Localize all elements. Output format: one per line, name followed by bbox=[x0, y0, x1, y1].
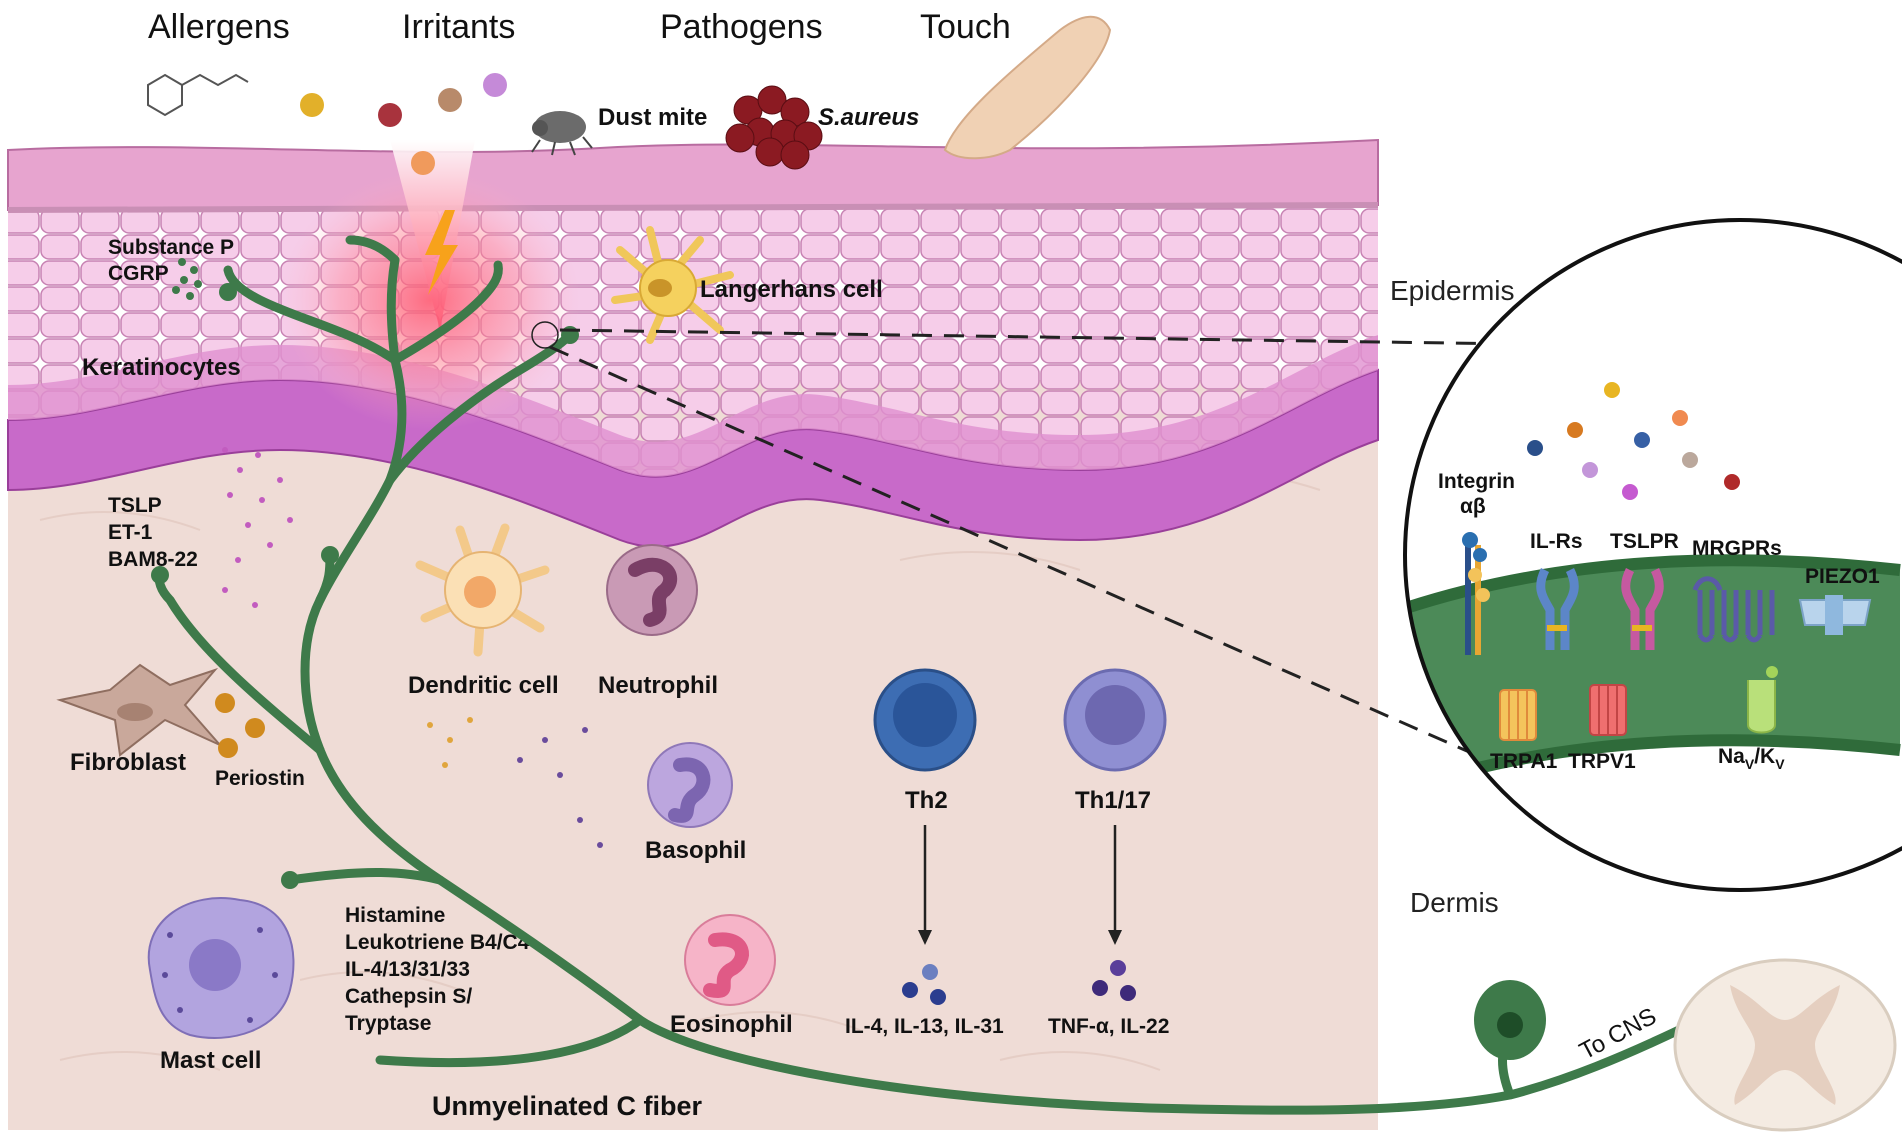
integrin-label: Integrin bbox=[1438, 470, 1515, 493]
spinal-cord-icon bbox=[1673, 958, 1897, 1132]
bam-label: BAM8-22 bbox=[108, 548, 198, 571]
s-aureus-icon bbox=[725, 85, 823, 170]
piezo1-label: PIEZO1 bbox=[1805, 565, 1880, 588]
et1-label: ET-1 bbox=[108, 521, 153, 544]
kv-subscript: V bbox=[1775, 756, 1785, 772]
mast-cell-label: Mast cell bbox=[160, 1047, 261, 1074]
s-aureus-label: S.aureus bbox=[818, 104, 919, 131]
epidermis-label: Epidermis bbox=[1390, 275, 1514, 306]
piezo1-icon bbox=[1798, 595, 1872, 635]
irritants-label: Irritants bbox=[402, 8, 515, 46]
nerve-endings bbox=[151, 283, 579, 889]
th117-cytokine-icon bbox=[1092, 960, 1136, 1001]
th2-arrowhead bbox=[918, 930, 932, 945]
irritant-glow bbox=[280, 170, 580, 430]
touch-label: Touch bbox=[920, 8, 1011, 46]
basophil-label: Basophil bbox=[645, 837, 746, 864]
kv-text: /K bbox=[1754, 745, 1775, 768]
integrin-ab-label: αβ bbox=[1460, 495, 1486, 518]
neutrophil-icon bbox=[606, 544, 698, 636]
th117-arrowhead bbox=[1108, 930, 1122, 945]
dendritic-cell-icon bbox=[415, 523, 550, 657]
langerhans-cell-icon bbox=[611, 226, 734, 344]
th2-cell-icon bbox=[873, 668, 977, 772]
fibroblast-label: Fibroblast bbox=[70, 749, 186, 776]
nav-kv-channel-icon bbox=[1747, 666, 1778, 734]
zoom-line-top bbox=[559, 328, 1586, 347]
dermis-label: Dermis bbox=[1410, 887, 1499, 918]
il-rs-label: IL-Rs bbox=[1530, 530, 1583, 553]
dermis-mediator-dots bbox=[427, 717, 603, 848]
nav-subscript: V bbox=[1745, 756, 1755, 772]
trpa1-icon bbox=[1499, 689, 1537, 741]
stratum-corneum bbox=[7, 138, 1379, 212]
tslpr-label: TSLPR bbox=[1610, 530, 1679, 553]
c-fiber-nerve bbox=[154, 235, 1725, 1115]
th2-label: Th2 bbox=[905, 787, 948, 814]
interleukins-label: IL-4/13/31/33 bbox=[345, 958, 470, 981]
tslpr-icon bbox=[1621, 567, 1664, 650]
drg-neuron-icon bbox=[1474, 980, 1546, 1097]
keratinocyte-mediator-dots bbox=[222, 447, 293, 608]
keratinocytes-label: Keratinocytes bbox=[82, 354, 241, 381]
histamine-label: Histamine bbox=[345, 904, 445, 927]
nav-kv-label: NaV/KV bbox=[1718, 745, 1785, 772]
trpa1-label: TRPA1 bbox=[1490, 750, 1558, 773]
mrgprs-label: MRGPRs bbox=[1692, 537, 1782, 560]
dust-mite-icon bbox=[531, 111, 593, 156]
neutrophil-label: Neutrophil bbox=[598, 672, 718, 699]
cgrp-label: CGRP bbox=[108, 262, 169, 285]
basal-layer bbox=[7, 368, 1379, 548]
trpv1-label: TRPV1 bbox=[1568, 750, 1636, 773]
periostin-icon bbox=[215, 693, 265, 758]
basophil-icon bbox=[647, 742, 733, 828]
trpv1-icon bbox=[1589, 684, 1627, 736]
finger-icon bbox=[943, 15, 1112, 160]
eosinophil-icon bbox=[684, 914, 776, 1006]
neuropeptide-dots bbox=[172, 258, 202, 300]
substance-p-label: Substance P bbox=[108, 236, 234, 259]
nav-text: Na bbox=[1718, 745, 1745, 768]
periostin-label: Periostin bbox=[215, 767, 305, 790]
dust-mite-label: Dust mite bbox=[598, 104, 707, 131]
th2-cytokines-label: IL-4, IL-13, IL-31 bbox=[845, 1015, 1004, 1038]
mrgpr-icon bbox=[1692, 576, 1775, 643]
fibroblast-icon bbox=[56, 663, 221, 757]
th117-cell-icon bbox=[1063, 668, 1167, 772]
lightning-icon bbox=[425, 210, 458, 295]
tslp-label: TSLP bbox=[108, 494, 162, 517]
irritant-cone bbox=[390, 140, 475, 330]
il-receptor-icon bbox=[1536, 567, 1579, 650]
th117-cytokines-label: TNF-α, IL-22 bbox=[1048, 1015, 1169, 1038]
mast-cell-icon bbox=[147, 897, 295, 1039]
integrin-icon bbox=[1462, 532, 1490, 655]
pathogens-label: Pathogens bbox=[660, 8, 823, 46]
cathepsin-label: Cathepsin S/ bbox=[345, 985, 472, 1008]
zoom-line-bottom bbox=[549, 345, 1511, 772]
th2-cytokine-icon bbox=[902, 964, 946, 1005]
irritant-particles bbox=[300, 73, 507, 175]
c-fiber-label: Unmyelinated C fiber bbox=[432, 1091, 703, 1121]
eosinophil-label: Eosinophil bbox=[670, 1011, 793, 1038]
th117-label: Th1/17 bbox=[1075, 787, 1151, 814]
ligand-dots bbox=[1527, 382, 1740, 500]
allergens-label: Allergens bbox=[148, 8, 290, 46]
dendritic-label: Dendritic cell bbox=[408, 672, 559, 699]
langerhans-label: Langerhans cell bbox=[700, 276, 883, 303]
zoom-source-circle bbox=[531, 321, 559, 349]
tryptase-label: Tryptase bbox=[345, 1012, 431, 1035]
granular-layer bbox=[7, 202, 1379, 213]
allergen-molecule-icon bbox=[147, 73, 249, 117]
leukotriene-label: Leukotriene B4/C4 bbox=[345, 931, 530, 954]
